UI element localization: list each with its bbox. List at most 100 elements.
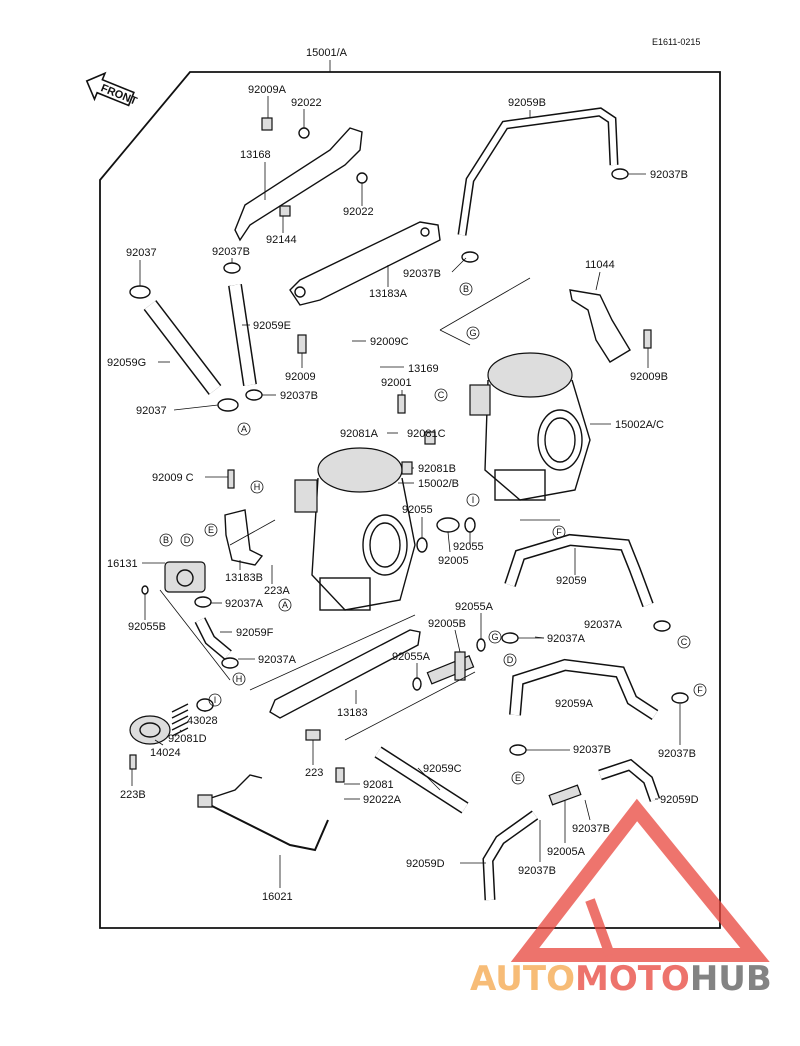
- part-label: 92037B: [518, 865, 556, 877]
- callout-g-1: G: [466, 326, 480, 340]
- watermark-auto: AUTO: [470, 959, 575, 999]
- carburetor-15002-b: [294, 447, 416, 611]
- hose-92059d-lower: [482, 810, 539, 901]
- svg-text:G: G: [469, 328, 476, 338]
- part-label: 16131: [107, 558, 138, 570]
- part-label: 92037: [126, 247, 157, 259]
- part-label: 43028: [187, 715, 218, 727]
- part-label: 223: [305, 767, 323, 779]
- part-label: 92005B: [428, 618, 466, 630]
- callout-e-1: E: [204, 523, 218, 537]
- part-label: 92022A: [363, 794, 402, 806]
- tube-92059e: [228, 283, 257, 387]
- svg-text:D: D: [184, 535, 191, 545]
- part-label: 92059G: [107, 357, 146, 369]
- svg-text:D: D: [507, 655, 514, 665]
- t-joint-92005b: [426, 651, 475, 685]
- part-label: 14024: [150, 747, 181, 759]
- diaphragm-43028: [196, 698, 214, 712]
- svg-text:B: B: [163, 535, 169, 545]
- assembly-frame: [99, 71, 721, 929]
- part-label: 92081D: [168, 733, 207, 745]
- part-label: 13183: [337, 707, 368, 719]
- hose-92059f: [194, 617, 232, 660]
- part-label: 92037B: [573, 744, 611, 756]
- part-label: 92037B: [280, 390, 318, 402]
- part-label: 92009: [285, 371, 316, 383]
- part-label: 92037B: [212, 246, 250, 258]
- part-label: 92009B: [630, 371, 668, 383]
- svg-text:I: I: [214, 695, 217, 705]
- part-label: 92059D: [406, 858, 445, 870]
- part-label: 92005A: [547, 846, 586, 858]
- tube-92059g: [143, 300, 222, 395]
- callout-g-2: G: [488, 630, 502, 644]
- callout-b-2: B: [159, 533, 173, 547]
- part-label: 92022: [343, 206, 374, 218]
- clamp-11044: [569, 289, 631, 363]
- part-label: 223A: [264, 585, 290, 597]
- part-label: 92037B: [403, 268, 441, 280]
- svg-text:H: H: [236, 674, 243, 684]
- part-label: 92005: [438, 555, 469, 567]
- hose-92059: [504, 533, 654, 608]
- part-label: 92037A: [258, 654, 297, 666]
- svg-text:C: C: [438, 390, 445, 400]
- svg-text:F: F: [556, 527, 562, 537]
- svg-text:A: A: [241, 424, 247, 434]
- part-label: 13183B: [225, 572, 263, 584]
- part-label: 92037B: [650, 169, 688, 181]
- part-label: 92059F: [236, 627, 274, 639]
- svg-text:G: G: [491, 632, 498, 642]
- svg-text:AUTOMOTOHUB: AUTOMOTOHUB: [470, 959, 772, 999]
- part-label: 92081A: [340, 428, 379, 440]
- callout-h-2: H: [232, 672, 246, 686]
- assembly-number: 15001/A: [306, 47, 348, 59]
- callout-c-1: C: [434, 388, 448, 402]
- bracket-13183b: [224, 509, 264, 566]
- part-label: 92055: [453, 541, 484, 553]
- callout-c-2: C: [677, 635, 691, 649]
- carburetor-15002a-c: [469, 352, 591, 501]
- watermark-hub: HUB: [690, 959, 772, 999]
- callout-h-1: H: [250, 480, 264, 494]
- part-label: 15002/B: [418, 478, 459, 490]
- callout-f-1: F: [552, 525, 566, 539]
- part-label: 92055A: [455, 601, 494, 613]
- part-label: 13183A: [369, 288, 408, 300]
- fuel-cock-16131: [164, 561, 206, 593]
- svg-text:E: E: [208, 525, 214, 535]
- part-label: 92081: [363, 779, 394, 791]
- watermark-moto: MOTO: [575, 959, 690, 999]
- part-label: 92144: [266, 234, 297, 246]
- part-label: 92037A: [584, 619, 623, 631]
- callout-i-1: I: [466, 493, 480, 507]
- part-label: 92059E: [253, 320, 291, 332]
- part-label: 92059D: [660, 794, 699, 806]
- callout-f-2: F: [693, 683, 707, 697]
- part-label: 16021: [262, 891, 293, 903]
- svg-text:A: A: [282, 600, 288, 610]
- part-label: 15002A/C: [615, 419, 664, 431]
- front-arrow-icon: FRONT: [85, 71, 139, 108]
- part-label: 92037B: [572, 823, 610, 835]
- part-label: 92022: [291, 97, 322, 109]
- part-label: 11044: [585, 259, 615, 271]
- diaphragm-14024: [129, 715, 171, 745]
- part-label: 92009 C: [152, 472, 194, 484]
- part-label: 92055B: [128, 621, 166, 633]
- part-label: 92001: [381, 377, 412, 389]
- part-label: 92059C: [423, 763, 462, 775]
- part-label: 92055A: [392, 651, 431, 663]
- part-label: 92009A: [248, 84, 287, 96]
- svg-text:I: I: [472, 495, 475, 505]
- part-label: 92055: [402, 504, 433, 516]
- hose-92059d-upper: [598, 758, 661, 802]
- part-label: 92059A: [555, 698, 594, 710]
- svg-text:E: E: [515, 773, 521, 783]
- callout-i-2: I: [208, 693, 222, 707]
- part-label: 92059: [556, 575, 587, 587]
- clamp-92037b-a: [223, 262, 241, 274]
- part-label: 92037B: [658, 748, 696, 760]
